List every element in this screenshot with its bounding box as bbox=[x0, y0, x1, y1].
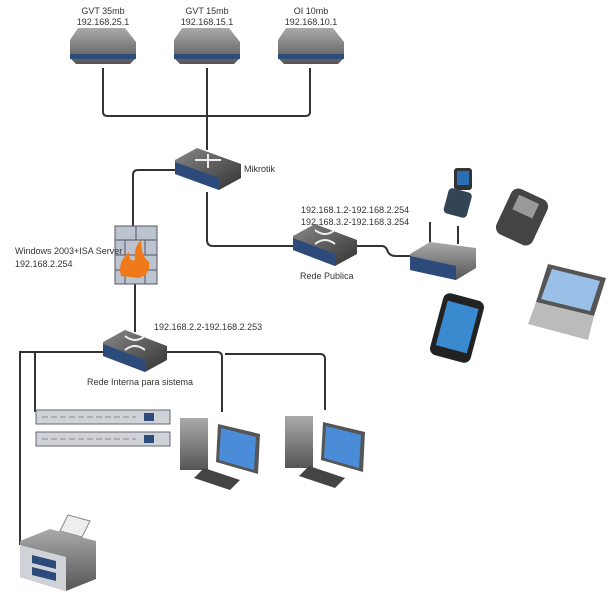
workstation-icon bbox=[285, 416, 365, 488]
internal-to-pc2 bbox=[225, 353, 326, 410]
public-switch-label: Rede Publica bbox=[300, 271, 354, 281]
internal-switch-label: Rede Interna para sistema bbox=[87, 377, 194, 387]
smartphone-icon bbox=[495, 188, 549, 246]
laptop-icon bbox=[528, 264, 606, 340]
mikrotik-to-public bbox=[206, 192, 294, 247]
public-range-1: 192.168.1.2-192.168.2.254 bbox=[301, 205, 410, 215]
public-range-2: 192.168.3.2-192.168.3.254 bbox=[301, 217, 410, 227]
flip-phone-icon bbox=[443, 168, 472, 218]
internal-to-printer bbox=[19, 351, 105, 545]
internal-to-pc1 bbox=[165, 351, 223, 412]
workstation-icon bbox=[180, 418, 260, 490]
firewall-ip: 192.168.2.254 bbox=[15, 259, 73, 269]
connections bbox=[19, 68, 412, 545]
router-icon bbox=[278, 28, 344, 64]
rack-servers bbox=[35, 409, 171, 447]
touch-phone-icon bbox=[430, 293, 484, 363]
router-icon bbox=[174, 28, 240, 64]
mikrotik-label: Mikrotik bbox=[244, 164, 275, 174]
rack-server-icon bbox=[35, 409, 171, 425]
internal-range: 192.168.2.2-192.168.2.253 bbox=[154, 322, 263, 332]
wan-routers bbox=[70, 28, 344, 64]
public-to-wifi bbox=[357, 245, 412, 257]
mikrotik-to-firewall bbox=[132, 169, 175, 228]
router-icon bbox=[70, 28, 136, 64]
printer-icon bbox=[20, 514, 96, 591]
firewall-label: Windows 2003+ISA Server bbox=[15, 246, 123, 256]
wifi-router-icon bbox=[410, 222, 476, 280]
firewall-icon bbox=[114, 225, 158, 285]
mikrotik-router-icon bbox=[175, 148, 241, 190]
public-switch-icon bbox=[293, 224, 357, 266]
rack-server-icon bbox=[35, 431, 171, 447]
internal-switch-icon bbox=[103, 330, 167, 372]
